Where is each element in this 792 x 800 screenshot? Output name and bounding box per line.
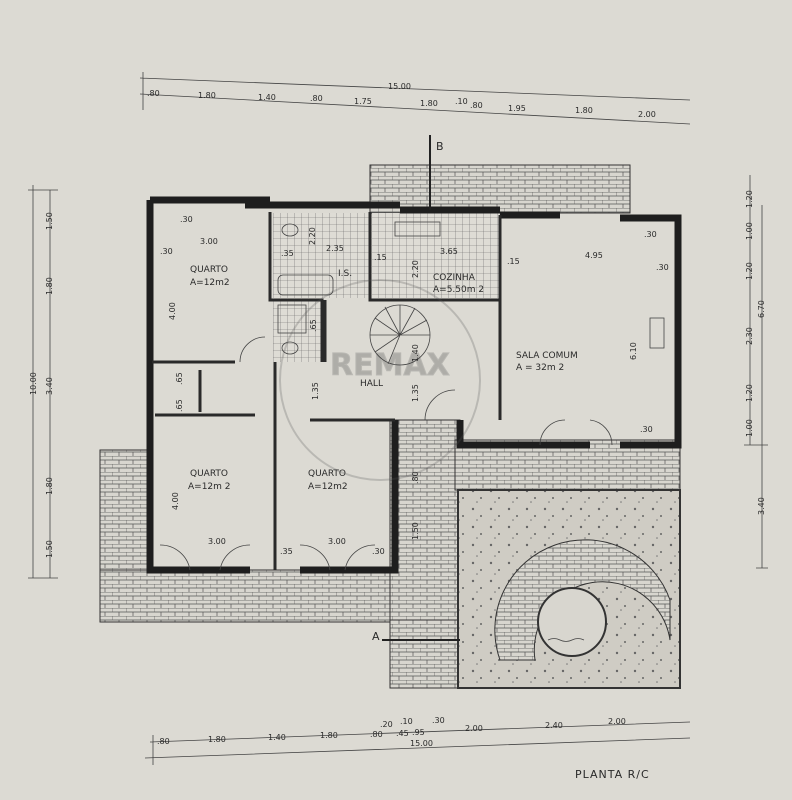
svg-text:.80: .80 [310,94,323,103]
svg-text:.65: .65 [309,319,318,332]
svg-text:1.50: 1.50 [45,212,54,230]
svg-text:.35: .35 [280,547,293,556]
svg-text:.65: .65 [175,372,184,385]
room-area: A=12m2 [308,482,348,492]
svg-text:6.70: 6.70 [757,300,766,318]
svg-text:.10: .10 [455,97,468,106]
svg-text:1.35: 1.35 [311,382,320,400]
fixtures [277,221,665,355]
svg-text:2.00: 2.00 [638,110,656,119]
svg-text:.30: .30 [432,716,445,725]
svg-text:4.00: 4.00 [171,492,180,510]
room-name: SALA COMUM [516,351,578,361]
bottom-dimension-chain: .80 1.80 1.40 1.80 .80 .20 .45 .10 .95 .… [144,716,691,765]
left-dimension-chain: 10.00 1.50 1.80 3.40 1.80 1.50 [28,185,58,579]
svg-text:1.40: 1.40 [268,733,286,742]
svg-text:1.00: 1.00 [745,222,754,240]
svg-text:REMAX: REMAX [330,348,450,383]
svg-text:2.40: 2.40 [545,721,563,730]
svg-text:15.00: 15.00 [388,82,411,91]
walls [146,196,682,574]
svg-text:.80: .80 [370,730,383,739]
svg-text:6.10: 6.10 [629,342,638,360]
room-name: QUARTO [190,469,228,479]
svg-text:1.80: 1.80 [198,91,216,100]
svg-text:10.00: 10.00 [29,372,38,395]
svg-text:1.95: 1.95 [508,104,526,113]
svg-text:.30: .30 [640,425,653,434]
svg-text:2.00: 2.00 [608,717,626,726]
svg-text:.35: .35 [281,249,294,258]
svg-text:3.40: 3.40 [757,497,766,515]
svg-text:3.00: 3.00 [208,537,226,546]
svg-text:.20: .20 [380,720,393,729]
svg-text:1.80: 1.80 [45,277,54,295]
room-labels: QUARTO A=12m2 QUARTO A=12m 2 QUARTO A=12… [188,265,578,492]
svg-text:.10: .10 [400,717,413,726]
svg-text:15.00: 15.00 [410,739,433,748]
svg-text:1.35: 1.35 [411,384,420,402]
room-name: HALL [360,379,383,389]
room-area: A=5.50m 2 [433,285,484,295]
door-swings [159,336,613,571]
svg-text:2.20: 2.20 [308,227,317,245]
svg-text:3.00: 3.00 [200,237,218,246]
svg-text:1.40: 1.40 [411,344,420,362]
room-name: QUARTO [308,469,346,479]
svg-text:2.20: 2.20 [411,260,420,278]
svg-text:1.00: 1.00 [745,419,754,437]
room-area: A=12m2 [190,278,230,288]
room-name: I.S. [338,269,352,279]
svg-text:1.50: 1.50 [45,540,54,558]
svg-text:4.95: 4.95 [585,251,603,260]
svg-text:2.35: 2.35 [326,244,344,253]
svg-text:1.80: 1.80 [420,99,438,108]
right-dimension-chain: 1.20 1.00 1.20 2.30 1.20 1.00 6.70 3.40 [744,175,768,569]
room-area: A = 32m 2 [516,363,564,373]
svg-text:1.80: 1.80 [575,106,593,115]
svg-text:.80: .80 [470,101,483,110]
svg-text:4.00: 4.00 [168,302,177,320]
svg-text:.45: .45 [396,729,409,738]
svg-text:.80: .80 [157,737,170,746]
room-area: A=12m 2 [188,482,231,492]
svg-text:.80: .80 [147,89,160,98]
top-dimension-chain: 15.00 .80 1.80 1.40 .80 1.75 1.80 .10 .8… [139,72,691,125]
svg-text:2.00: 2.00 [465,724,483,733]
svg-text:.30: .30 [372,547,385,556]
svg-text:.15: .15 [507,257,520,266]
spiral-stair-icon [369,304,431,366]
section-mark-b: B [436,140,444,153]
room-name: QUARTO [190,265,228,275]
svg-text:3.00: 3.00 [328,537,346,546]
interior-dimensions: 3.00 4.00 .65 .65 4.00 3.00 3.00 .30 .30… [160,215,669,556]
section-marks: A B [372,135,460,643]
svg-text:1.75: 1.75 [354,97,372,106]
svg-text:1.40: 1.40 [258,93,276,102]
svg-text:3.65: 3.65 [440,247,458,256]
svg-text:.30: .30 [644,230,657,239]
svg-text:1.80: 1.80 [208,735,226,744]
watermark-logo: REMAX [279,279,481,481]
room-name: COZINHA [433,273,476,283]
svg-text:.30: .30 [160,247,173,256]
svg-text:2.30: 2.30 [745,327,754,345]
svg-text:1.80: 1.80 [320,731,338,740]
svg-text:.65: .65 [175,399,184,412]
drawing-title: PLANTA R/C [575,768,650,781]
section-mark-a: A [372,630,380,643]
svg-text:1.20: 1.20 [745,384,754,402]
svg-text:.15: .15 [374,253,387,262]
svg-text:3.40: 3.40 [45,377,54,395]
svg-text:1.20: 1.20 [745,262,754,280]
svg-text:.95: .95 [412,728,425,737]
garden [457,489,681,689]
svg-text:.30: .30 [656,263,669,272]
svg-text:.80: .80 [411,471,420,484]
svg-text:1.80: 1.80 [45,477,54,495]
svg-text:1.50: 1.50 [411,522,420,540]
svg-text:1.20: 1.20 [745,190,754,208]
svg-text:.30: .30 [180,215,193,224]
